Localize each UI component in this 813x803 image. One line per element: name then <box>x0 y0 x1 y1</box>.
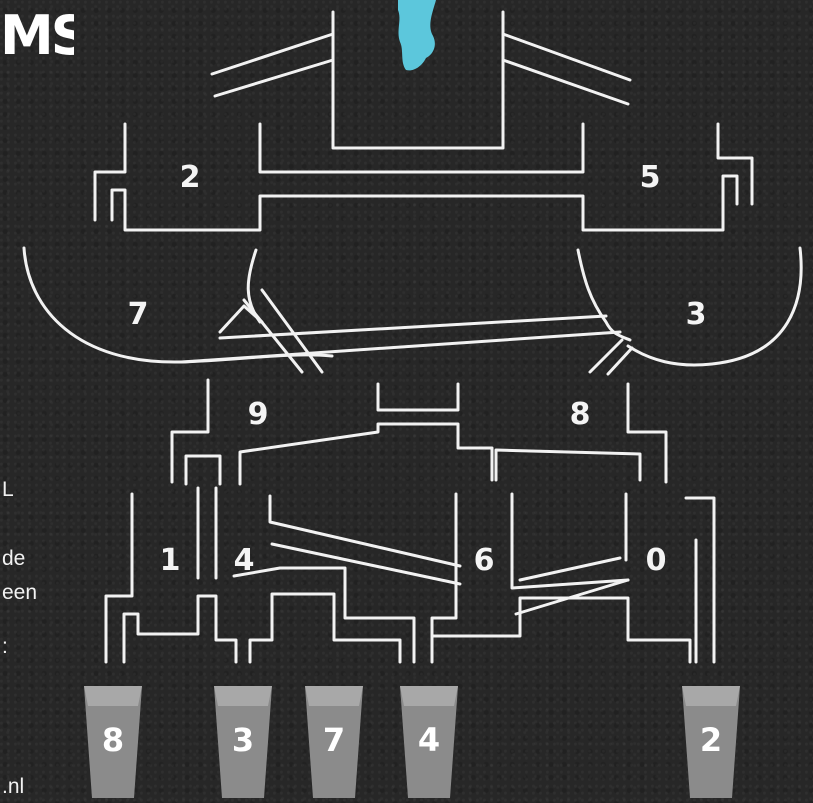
cup-1[interactable]: 8 <box>84 686 142 798</box>
water-stream <box>398 0 436 70</box>
cup-1-label: 8 <box>102 721 124 759</box>
cup-3[interactable]: 7 <box>305 686 363 798</box>
cup-3-label: 7 <box>323 721 345 759</box>
cup-2[interactable]: 3 <box>214 686 272 798</box>
cup-4[interactable]: 4 <box>400 686 458 798</box>
cup-5-label: 2 <box>700 721 722 759</box>
valve-3-label[interactable]: 3 <box>686 297 707 332</box>
valve-1-label[interactable]: 1 <box>160 543 181 578</box>
valve-4-label[interactable]: 4 <box>234 543 255 578</box>
cup-2-label: 3 <box>232 721 254 759</box>
valve-0-label[interactable]: 0 <box>646 543 667 578</box>
valve-2-label[interactable]: 2 <box>180 160 201 195</box>
middle-chambers <box>172 380 666 484</box>
cup-4-label: 4 <box>418 721 440 759</box>
valve-7-label[interactable]: 7 <box>128 297 149 332</box>
valve-6-label[interactable]: 6 <box>474 543 495 578</box>
valve-8-label[interactable]: 8 <box>570 397 591 432</box>
cup-5[interactable]: 2 <box>682 686 740 798</box>
valve-5-label[interactable]: 5 <box>640 160 661 195</box>
valve-9-label[interactable]: 9 <box>248 397 269 432</box>
lower-network <box>106 488 714 662</box>
